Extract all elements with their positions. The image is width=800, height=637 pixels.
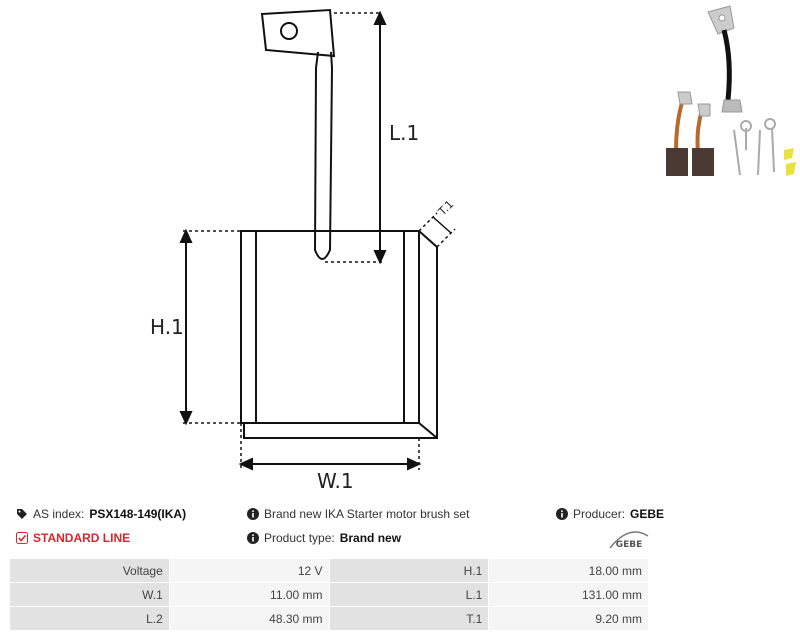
standard-line-row: STANDARD LINE <box>16 531 130 545</box>
lug-hole <box>280 22 298 40</box>
standard-line-label: STANDARD LINE <box>33 531 131 545</box>
spec-value: 9.20 mm <box>488 606 649 631</box>
tags-icon <box>17 509 27 519</box>
label-l1: L.1 <box>389 121 419 145</box>
product-type-row: Product type: Brand new <box>247 531 401 545</box>
label-h1: H.1 <box>150 315 184 339</box>
as-index-label: AS index: <box>33 507 85 521</box>
spec-key: Voltage <box>9 558 170 583</box>
logo-text: GEBE <box>616 540 643 550</box>
spec-value: 131.00 mm <box>488 582 649 607</box>
specs-table: Voltage 12 V H.1 18.00 mm W.1 11.00 mm L… <box>9 558 649 631</box>
label-w1: W.1 <box>317 469 354 493</box>
table-row: L.2 48.30 mm T.1 9.20 mm <box>9 606 649 631</box>
spec-value: 12 V <box>168 558 330 583</box>
producer-label: Producer: <box>573 507 626 521</box>
product-photo <box>666 5 796 176</box>
lead-wire <box>313 51 334 260</box>
producer-value[interactable]: GEBE <box>630 507 665 521</box>
info-circle-icon <box>247 508 259 520</box>
brush-depth <box>243 230 438 439</box>
brush-technical-drawing: L.1 H.1 W.1 T.1 <box>150 8 456 493</box>
producer-logo: GEBE <box>609 531 649 550</box>
terminal-lug <box>260 8 336 58</box>
table-row: W.1 11.00 mm L.1 131.00 mm <box>9 582 649 607</box>
as-index-row: AS index: PSX148-149(IKA) <box>16 507 186 521</box>
label-t1: T.1 <box>435 198 456 219</box>
spec-key: L.2 <box>9 606 170 631</box>
description-row: Brand new IKA Starter motor brush set <box>247 507 469 521</box>
table-row: Voltage 12 V H.1 18.00 mm <box>9 558 649 583</box>
spec-value: 48.30 mm <box>168 606 330 631</box>
brush-body <box>240 230 420 424</box>
product-description: Brand new IKA Starter motor brush set <box>264 507 470 521</box>
spec-value: 11.00 mm <box>168 582 330 607</box>
spec-key: T.1 <box>328 606 490 631</box>
spec-key: L.1 <box>328 582 490 607</box>
producer-row: Producer: GEBE <box>556 507 664 521</box>
as-index-value[interactable]: PSX148-149(IKA) <box>89 507 187 521</box>
product-type-label: Product type: <box>264 531 335 545</box>
info-circle-icon <box>556 508 568 520</box>
product-type-value: Brand new <box>339 531 402 545</box>
spec-value: 18.00 mm <box>488 558 649 583</box>
spec-key: H.1 <box>328 558 490 583</box>
spec-key: W.1 <box>9 582 170 607</box>
check-square-icon <box>16 532 28 544</box>
info-circle-icon <box>247 532 259 544</box>
